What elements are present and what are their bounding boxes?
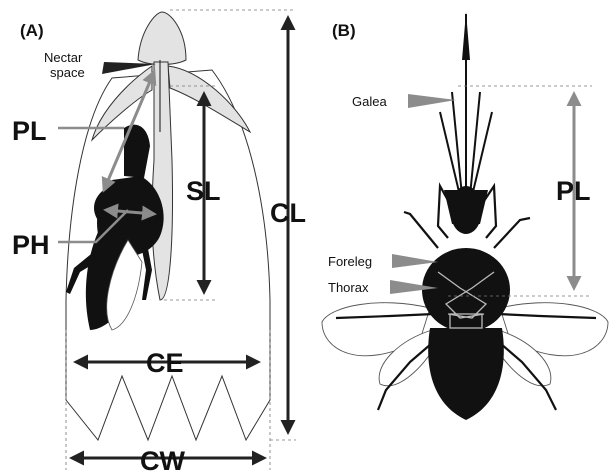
- thorax-label: Thorax: [328, 280, 369, 295]
- style-tube: [152, 62, 173, 300]
- panel-a-label: (A): [20, 21, 44, 40]
- sl-label: SL: [186, 176, 221, 206]
- ph-label-a: PH: [12, 230, 50, 260]
- galea-pointer: [408, 94, 456, 108]
- cw-label: CW: [140, 446, 185, 473]
- pl-label-b: PL: [556, 176, 591, 206]
- panel-b: (B) Galea Foreleg Thorax PL: [322, 12, 608, 420]
- galea-label: Galea: [352, 94, 387, 109]
- nectar-label-line2: space: [50, 65, 85, 80]
- panel-a: (A) Nectar space PL PH SL CL CE CW: [12, 10, 306, 473]
- ce-label: CE: [146, 348, 184, 378]
- foreleg-label: Foreleg: [328, 254, 372, 269]
- corolla-tip: [138, 12, 186, 65]
- nectar-label-line1: Nectar: [44, 50, 83, 65]
- galea-tip: [462, 12, 470, 60]
- cl-label: CL: [270, 198, 306, 228]
- panel-b-label: (B): [332, 21, 356, 40]
- pl-label-a: PL: [12, 116, 47, 146]
